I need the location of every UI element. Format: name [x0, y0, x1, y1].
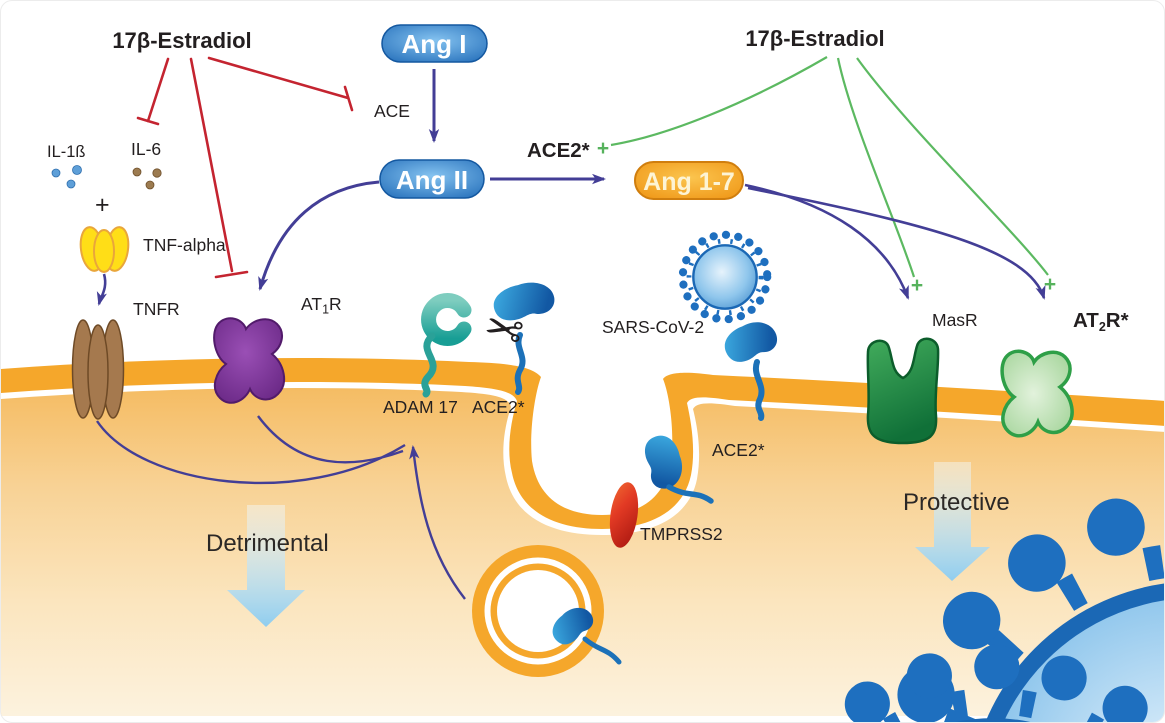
detrimental-arrow	[227, 505, 305, 627]
plus-ace2: +	[597, 137, 609, 160]
inhibition-lines	[136, 56, 354, 279]
estradiol-inhibits-il6-tbar	[136, 116, 160, 126]
at1r-label: AT1R	[301, 294, 342, 317]
at2r-label: AT2R*	[1073, 309, 1129, 334]
ang-i-pill	[381, 24, 488, 63]
il6-dot	[145, 180, 155, 190]
il6-dot	[152, 168, 162, 178]
at2r-label-sub: 2	[1099, 320, 1106, 334]
ace2-upregulated-label: ACE2*	[527, 139, 590, 162]
ang-i-node: Ang I	[381, 24, 488, 63]
adam17-tail	[421, 332, 437, 398]
cytoplasm	[1, 387, 1164, 716]
tnfr-label: TNFR	[133, 299, 180, 319]
ang-1-7-pill	[634, 161, 744, 200]
ace-label: ACE	[374, 101, 410, 121]
sars-cov-2-virion-free	[682, 234, 768, 320]
tmprss2-protease	[609, 482, 639, 548]
adam17-body	[421, 293, 472, 346]
membrane-ace2-stalk	[752, 359, 765, 421]
cytokine-plus-sign: +	[95, 191, 110, 219]
protective-arrow	[915, 462, 990, 581]
estradiol-inhibits-ace-tbar	[343, 85, 354, 112]
at1r-label-pre: AT	[301, 294, 322, 314]
tnf-alpha-label: TNF-alpha	[143, 235, 226, 255]
masr-receptor	[866, 337, 940, 445]
tnf-alpha-molecule	[79, 226, 130, 273]
estradiol-stimulates-at2r-line	[856, 57, 1049, 276]
protective-label: Protective	[903, 489, 1010, 516]
estradiol-inhibits-at1r-line	[189, 57, 234, 273]
pathway-arrows	[96, 69, 1046, 600]
il1b-dot	[72, 165, 82, 175]
plus-masr: +	[911, 274, 923, 297]
tnf-subunit	[93, 229, 115, 273]
estradiol-stimulates-ace2-line	[610, 56, 828, 147]
ang17-to-masr-arrow	[744, 183, 910, 300]
at1r-label-post: R	[329, 294, 342, 314]
detrimental-label: Detrimental	[206, 530, 329, 557]
tnfr-receptor	[71, 319, 125, 420]
ang-1-7-label: Ang 1-7	[643, 168, 735, 196]
at2r-label-pre: AT	[1073, 309, 1099, 332]
at2r-receptor	[1000, 349, 1074, 438]
ang17-to-at2r-arrow	[747, 186, 1046, 300]
il1b-particles	[51, 165, 82, 189]
estradiol-inhibits-ace-line	[207, 56, 350, 100]
at1r-label-sub: 1	[322, 303, 329, 317]
endosome-ace2-tail	[582, 636, 622, 665]
ang-1-7-node: Ang 1-7	[634, 161, 744, 200]
estradiol-inhibits-at1r-tbar	[214, 270, 249, 279]
il6-dot	[132, 167, 142, 177]
ang-ii-pill	[379, 159, 485, 199]
il6-label: IL-6	[131, 139, 161, 159]
ace2-membrane-label: ACE2*	[472, 397, 525, 417]
masr-label: MasR	[932, 310, 978, 330]
ang-ii-node: Ang II	[379, 159, 485, 199]
ace2-pocket-label: ACE2*	[712, 440, 765, 460]
pocket-ace2-tail	[666, 484, 714, 504]
sars-cov-2-label: SARS-CoV-2	[602, 317, 704, 337]
at1r-receptor	[213, 317, 286, 404]
estradiol-inhibits-il6-line	[146, 57, 170, 123]
at1r-to-adam17-curve	[257, 415, 404, 464]
stimulation-lines	[610, 56, 1049, 278]
il6-particles	[132, 167, 162, 190]
il1b-dot	[66, 179, 76, 189]
tnfr-subunit	[87, 324, 109, 420]
adam17-enzyme	[421, 293, 472, 398]
tnf-to-tnfr-arrow	[96, 273, 107, 306]
ang-ii-label: Ang II	[396, 165, 468, 195]
endosome-to-adam17-arrow	[409, 445, 466, 600]
estradiol-stimulates-masr-line	[836, 57, 916, 278]
estradiol-left-label: 17β-Estradiol	[112, 28, 251, 53]
tnfr-to-adam17-curve	[96, 420, 406, 485]
at2r-label-post: R*	[1106, 309, 1129, 332]
tmprss2-label: TMPRSS2	[640, 524, 723, 544]
il1b-dot	[51, 168, 61, 178]
estradiol-right-label: 17β-Estradiol	[745, 26, 884, 51]
plus-at2r: +	[1044, 273, 1056, 296]
cleaved-ace2-stalk	[514, 332, 526, 395]
ang-i-label: Ang I	[402, 29, 467, 59]
angII-to-at1r-arrow	[258, 180, 380, 291]
adam17-label: ADAM 17	[383, 397, 458, 417]
il1b-label: IL-1ß	[47, 143, 86, 161]
